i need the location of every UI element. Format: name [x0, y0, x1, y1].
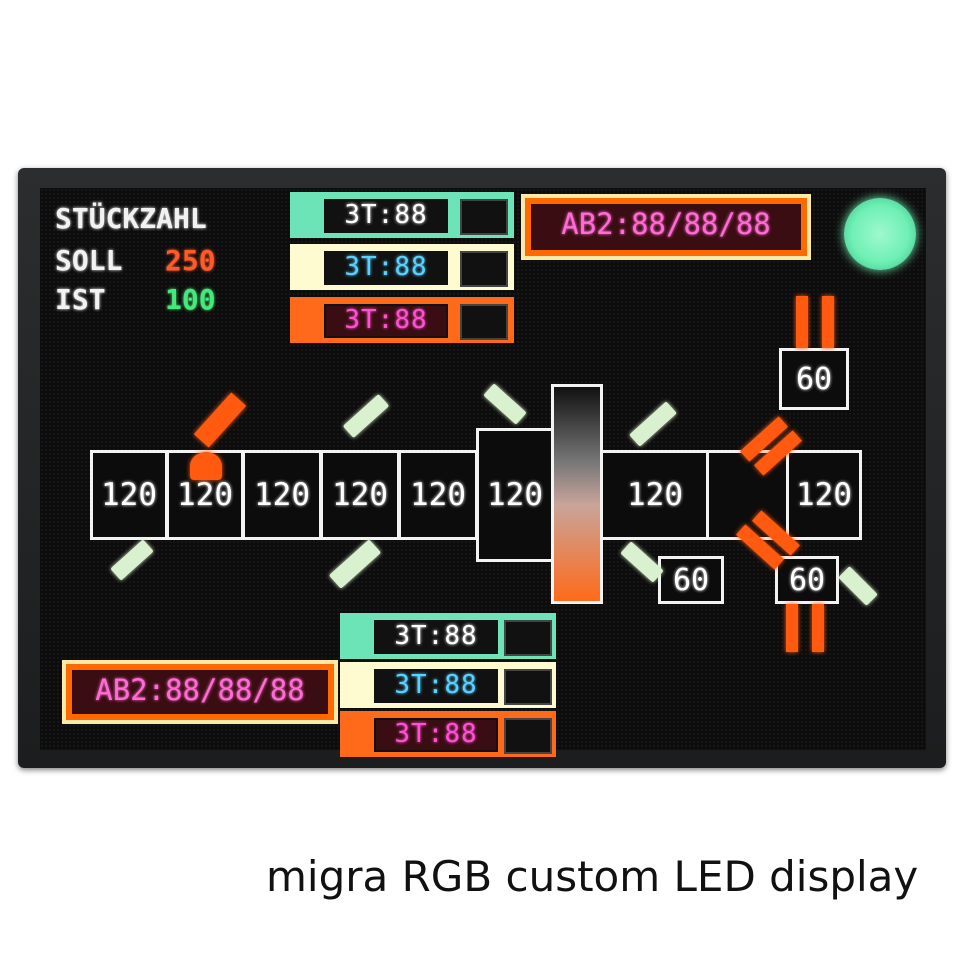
status-row-top-3: 3T:88 — [290, 297, 514, 343]
status-row-top-2: 3T:88 — [290, 244, 514, 290]
actuator-dot — [190, 452, 222, 480]
status-value: 3T:88 — [324, 199, 448, 233]
ab-box-bottom: AB2:88/88/88 — [62, 660, 338, 724]
station-4: 120 — [320, 450, 400, 540]
caption: migra RGB custom LED display — [266, 852, 919, 901]
status-value: 3T:88 — [374, 669, 498, 703]
status-row-bottom-1: 3T:88 — [340, 613, 556, 659]
status-indicator-box — [504, 718, 552, 754]
status-indicator-box — [460, 199, 508, 235]
rail-top-left — [796, 296, 808, 348]
stat-title: STÜCKZAHL — [55, 202, 207, 235]
side-box-bottom-b: 60 — [775, 556, 839, 604]
station-7: 120 — [600, 450, 710, 540]
status-indicator-box — [504, 620, 552, 656]
side-box-right-top: 60 — [779, 348, 849, 410]
status-value: 3T:88 — [324, 304, 448, 338]
status-light — [844, 198, 916, 270]
status-row-top-1: 3T:88 — [290, 192, 514, 238]
station-8: 120 — [786, 450, 862, 540]
status-value: 3T:88 — [324, 251, 448, 285]
ist-value: 100 — [165, 283, 216, 316]
status-value: 3T:88 — [374, 620, 498, 654]
soll-value: 250 — [165, 244, 216, 277]
status-value: 3T:88 — [374, 718, 498, 752]
ist-label: IST — [55, 283, 106, 316]
rail-top-right — [822, 296, 834, 348]
rail-bottom-right — [812, 604, 824, 652]
rail-bottom-left — [786, 604, 798, 652]
ab-value: AB2:88/88/88 — [72, 670, 328, 714]
soll-label: SOLL — [55, 244, 123, 277]
status-indicator-box — [460, 251, 508, 287]
station-1: 120 — [90, 450, 168, 540]
status-indicator-box — [460, 304, 508, 340]
status-row-bottom-3: 3T:88 — [340, 711, 556, 757]
station-3: 120 — [242, 450, 322, 540]
station-5: 120 — [398, 450, 478, 540]
side-box-bottom-a: 60 — [658, 556, 724, 604]
status-row-bottom-2: 3T:88 — [340, 662, 556, 708]
status-indicator-box — [504, 669, 552, 705]
station-6: 120 — [476, 428, 554, 562]
ab-value: AB2:88/88/88 — [531, 204, 801, 250]
ab-box-top: AB2:88/88/88 — [521, 194, 811, 260]
gradient-column — [551, 384, 603, 604]
